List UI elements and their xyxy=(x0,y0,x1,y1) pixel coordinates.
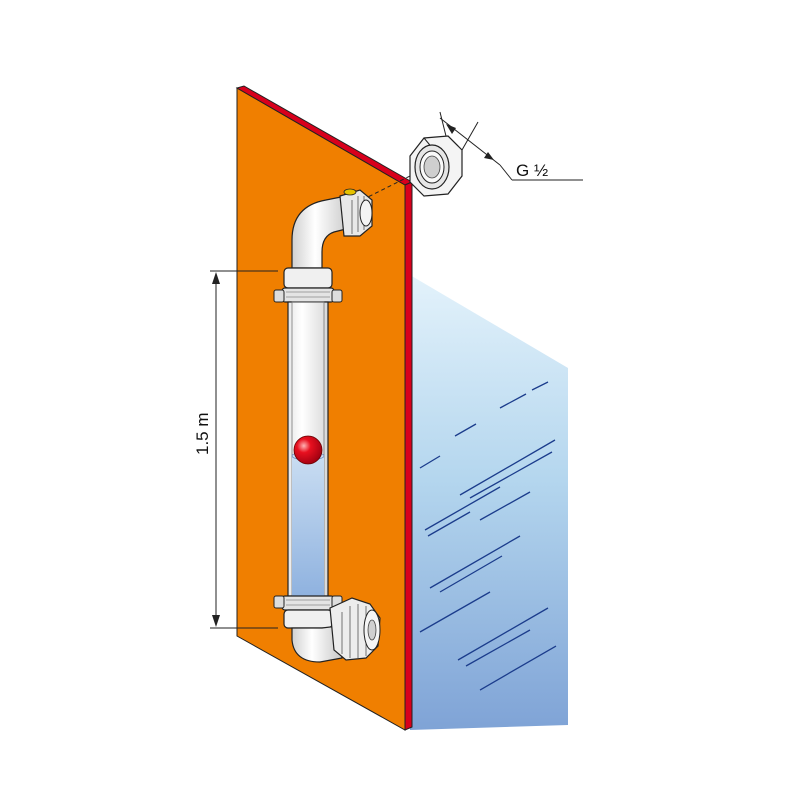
mounting-axis-line xyxy=(349,171,419,207)
thread-size-label: G ½ xyxy=(516,161,548,180)
float-ball-icon xyxy=(293,435,323,465)
lower-clamp xyxy=(273,595,343,629)
hex-nut-icon xyxy=(409,135,463,197)
threaded-fitting-icon xyxy=(339,188,373,237)
tube-liquid xyxy=(292,456,324,596)
length-dimension xyxy=(210,270,278,629)
lower-fitting xyxy=(329,597,381,661)
tank-water xyxy=(410,275,568,730)
thread-dimension xyxy=(439,111,583,181)
length-label: 1.5 m xyxy=(193,412,212,455)
water-ripples xyxy=(419,381,557,691)
upper-clamp xyxy=(273,267,343,303)
